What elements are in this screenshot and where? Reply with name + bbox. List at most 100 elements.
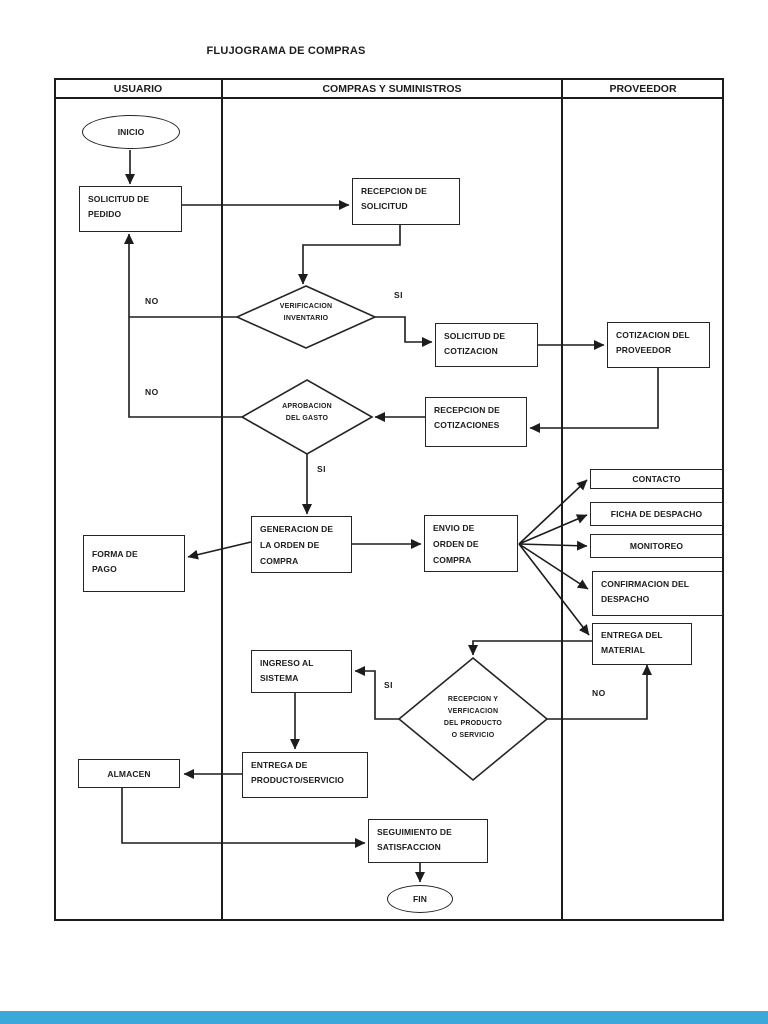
diamond-label-recepcion-verificacion: RECEPCION Y VERFICACION DEL PRODUCTO O SERV… xyxy=(413,694,533,742)
node-label-line: APROBACION xyxy=(282,403,332,410)
node-label-line: SEGUIMIENTO DE xyxy=(377,827,452,837)
node-label-line: ENTREGA DEL xyxy=(601,630,663,640)
node-ficha-despacho: FICHA DE DESPACHO xyxy=(590,502,723,526)
node-label-line: RECEPCION DE xyxy=(361,186,427,196)
node-envio-orden: ENVIO DE ORDEN DE COMPRA xyxy=(424,515,518,572)
diamond-verificacion-inventario xyxy=(235,285,377,349)
lane-header-proveedor: PROVEEDOR xyxy=(609,83,677,95)
arrow-almacen-to-seguimiento xyxy=(121,788,366,848)
node-label-line: INGRESO AL xyxy=(260,658,314,668)
node-label-line: O SERVICIO xyxy=(451,732,495,739)
column-divider-2 xyxy=(561,78,563,921)
arrow-no-recepcion-to-entrega-material xyxy=(547,664,652,720)
branch-label-no-gasto: NO xyxy=(145,387,159,397)
node-entrega-material: ENTREGA DEL MATERIAL xyxy=(592,623,692,665)
node-label-line: DEL GASTO xyxy=(285,415,329,422)
page-title: FLUJOGRAMA DE COMPRAS xyxy=(206,45,366,57)
lane-header-compras: COMPRAS Y SUMINISTROS xyxy=(322,83,462,95)
node-label-line: PAGO xyxy=(92,564,117,574)
header-separator xyxy=(54,97,724,99)
arrow-cotizacion-proveedor-to-recepcion-cotizaciones xyxy=(529,368,659,433)
node-label-line: DESPACHO xyxy=(601,594,650,604)
node-label-line: PEDIDO xyxy=(88,209,122,219)
node-label-line: PRODUCTO/SERVICIO xyxy=(251,775,345,785)
arrow-entrega-material-to-recepcion-verificacion xyxy=(468,640,592,656)
node-label-line: COTIZACIONES xyxy=(434,420,500,430)
node-label-line: RECEPCION DE xyxy=(434,405,500,415)
node-label-line: COTIZACION xyxy=(444,346,498,356)
arrow-envio-to-monitoreo xyxy=(518,540,588,551)
arrow-si-recepcion-to-ingreso-sistema xyxy=(354,666,399,720)
node-recepcion-cotizaciones: RECEPCION DE COTIZACIONES xyxy=(425,397,527,447)
node-label-line: VERIFICACION xyxy=(279,303,333,310)
diamond-label-aprobacion-gasto: APROBACION DEL GASTO xyxy=(245,401,369,425)
table-border-bottom xyxy=(54,919,724,921)
node-label-line: FORMA DE xyxy=(92,549,138,559)
arrow-envio-to-ficha-despacho xyxy=(518,514,588,545)
node-label: MONITOREO xyxy=(629,541,684,551)
node-label-line: PROVEEDOR xyxy=(616,345,672,355)
branch-label-si-gasto: SI xyxy=(317,464,327,474)
node-recepcion-solicitud: RECEPCION DE SOLICITUD xyxy=(352,178,460,225)
node-monitoreo: MONITOREO xyxy=(590,534,723,558)
node-label-line: COMPRA xyxy=(433,555,472,565)
node-label-line: DEL PRODUCTO xyxy=(443,720,503,727)
bottom-accent-bar xyxy=(0,1011,768,1024)
node-solicitud-pedido: SOLICITUD DE PEDIDO xyxy=(79,186,182,232)
node-solicitud-cotizacion: SOLICITUD DE COTIZACION xyxy=(435,323,538,367)
node-almacen: ALMACEN xyxy=(78,759,180,788)
arrow-si-inventario-to-solicitud-cotizacion xyxy=(375,316,433,347)
node-label-line: SOLICITUD xyxy=(361,201,408,211)
node-label-line: COTIZACION DEL xyxy=(616,330,690,340)
branch-label-si-recepcion: SI xyxy=(384,680,394,690)
node-label-line: COMPRA xyxy=(260,556,299,566)
diamond-label-verificacion-inventario: VERIFICACION INVENTARIO xyxy=(244,301,368,325)
node-label: FIN xyxy=(413,894,427,904)
node-label-line: SOLICITUD DE xyxy=(444,331,506,341)
diamond-recepcion-verificacion xyxy=(397,656,549,782)
node-label-line: ORDEN DE xyxy=(433,539,479,549)
arrow-no-gasto-to-solicitud-pedido xyxy=(124,233,242,418)
node-label-line: RECEPCION Y xyxy=(447,696,499,703)
node-confirmacion-despacho: CONFIRMACION DEL DESPACHO xyxy=(592,571,723,616)
column-divider-1 xyxy=(221,78,223,921)
node-label-line: LA ORDEN DE xyxy=(260,540,320,550)
node-cotizacion-proveedor: COTIZACION DEL PROVEEDOR xyxy=(607,322,710,368)
arrow-generacion-to-forma-pago xyxy=(187,541,252,560)
table-border-top xyxy=(54,78,724,80)
lane-header-usuario: USUARIO xyxy=(113,83,163,95)
node-contacto: CONTACTO xyxy=(590,469,723,489)
arrow-recepcion-to-verificacion xyxy=(298,225,401,285)
node-forma-pago: FORMA DE PAGO xyxy=(83,535,185,592)
node-label-line: SISTEMA xyxy=(260,673,299,683)
node-label-line: CONFIRMACION DEL xyxy=(601,579,690,589)
node-seguimiento: SEGUIMIENTO DE SATISFACCION xyxy=(368,819,488,863)
node-label-line: MATERIAL xyxy=(601,645,646,655)
node-fin: FIN xyxy=(387,885,453,913)
node-inicio: INICIO xyxy=(82,115,180,149)
node-label: CONTACTO xyxy=(632,474,681,484)
branch-label-no-inventario: NO xyxy=(145,296,159,306)
node-label: ALMACEN xyxy=(107,768,151,779)
arrow-envio-to-contacto xyxy=(518,479,588,545)
node-label: FICHA DE DESPACHO xyxy=(610,509,703,519)
node-label-line: VERFICACION xyxy=(447,708,499,715)
arrow-envio-to-entrega-material xyxy=(518,543,590,636)
node-generacion-orden: GENERACION DE LA ORDEN DE COMPRA xyxy=(251,516,352,573)
node-entrega-producto: ENTREGA DE PRODUCTO/SERVICIO xyxy=(242,752,368,798)
diamond-aprobacion-gasto xyxy=(240,379,374,455)
arrow-envio-to-confirmacion xyxy=(518,543,589,590)
node-ingreso-sistema: INGRESO AL SISTEMA xyxy=(251,650,352,693)
node-label-line: SATISFACCION xyxy=(377,842,441,852)
node-label-line: INVENTARIO xyxy=(283,315,329,322)
table-border-right xyxy=(722,78,724,921)
branch-label-si-inventario: SI xyxy=(394,290,404,300)
node-label-line: ENVIO DE xyxy=(433,523,475,533)
node-label-line: GENERACION DE xyxy=(260,524,334,534)
node-label-line: SOLICITUD DE xyxy=(88,194,150,204)
branch-label-no-recepcion: NO xyxy=(592,688,606,698)
node-label-line: ENTREGA DE xyxy=(251,760,308,770)
node-label: INICIO xyxy=(117,127,145,137)
